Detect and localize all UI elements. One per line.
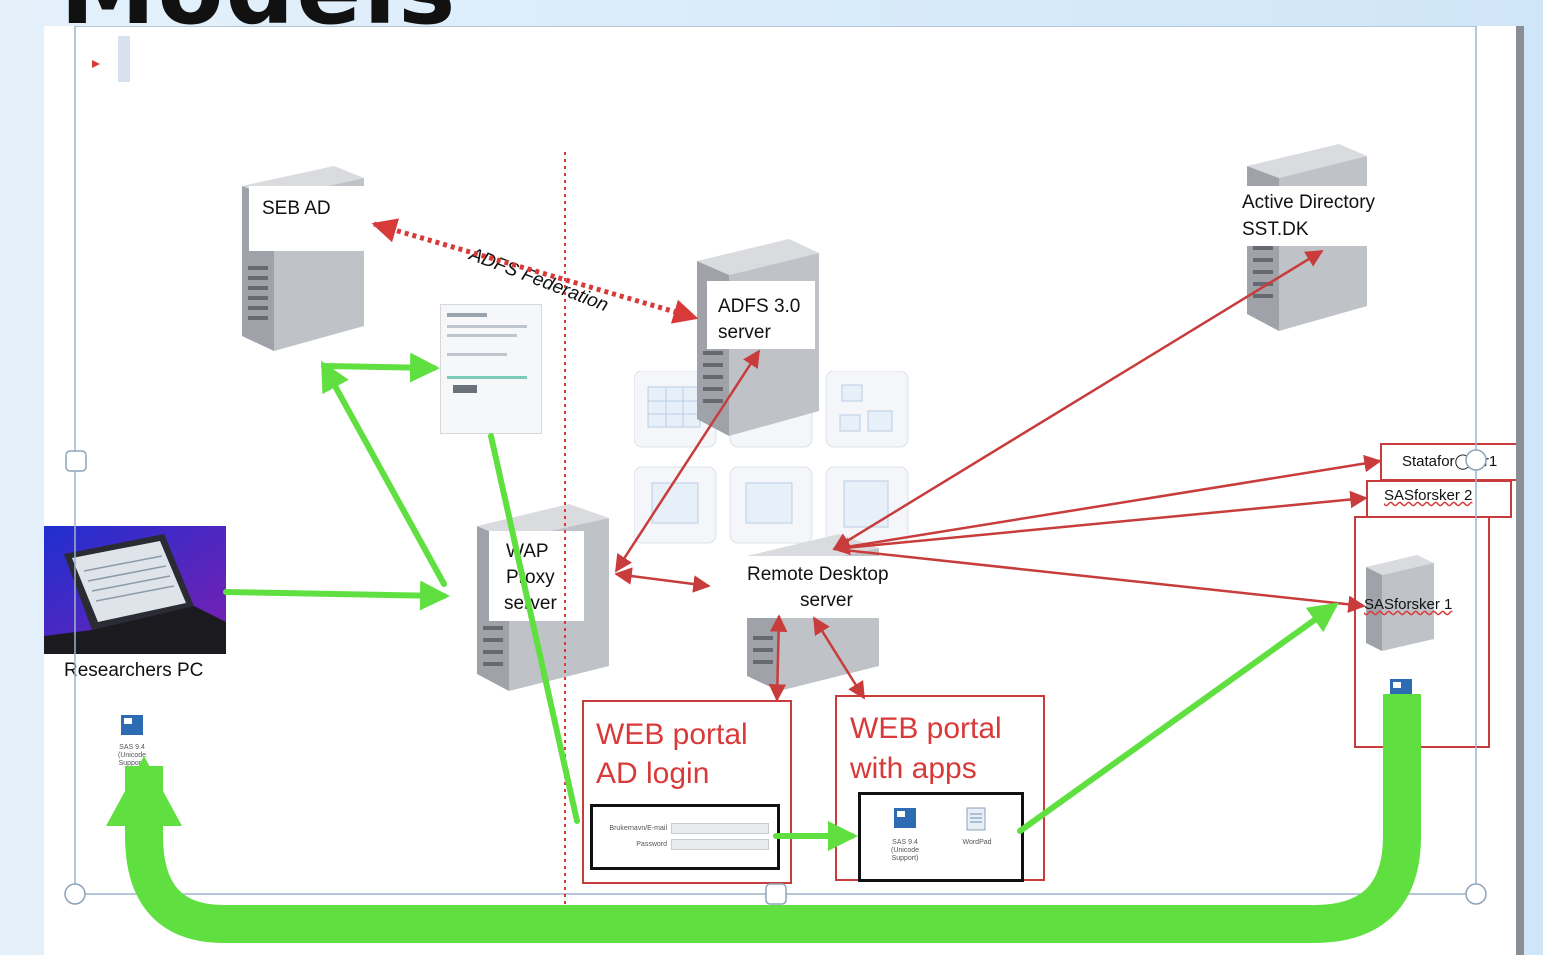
sasforsker1-label: SASforsker 1 bbox=[1364, 596, 1453, 613]
handle-bottom-center[interactable] bbox=[765, 883, 787, 905]
scrollbar[interactable] bbox=[1516, 26, 1524, 955]
web-portal-ad-login-box bbox=[582, 700, 792, 884]
researchers-pc-label: Researchers PC bbox=[64, 660, 204, 681]
adfs-label-box bbox=[707, 281, 815, 349]
adfs-label-line1: ADFS 3.0 bbox=[718, 296, 801, 317]
sasforsker2-box bbox=[1366, 480, 1512, 518]
handle-right-center[interactable] bbox=[1465, 449, 1487, 471]
sas-app-icon-portal bbox=[894, 808, 916, 828]
sas-app-icon-pc bbox=[121, 715, 143, 735]
handle-bottom-left[interactable] bbox=[64, 883, 86, 905]
sebad-login-arrow bbox=[321, 352, 440, 383]
seb-ad-label: SEB AD bbox=[262, 198, 331, 219]
login-password-label: Password bbox=[636, 841, 667, 848]
rd-apps-arrow bbox=[812, 616, 866, 700]
rd-statafor-arrow bbox=[832, 454, 1382, 556]
apps-sasforsker1-arrow bbox=[1017, 602, 1339, 834]
remote-desktop-label-box bbox=[734, 556, 924, 618]
remote-desktop-label-line1: Remote Desktop bbox=[747, 564, 889, 585]
web-portal-ad-login-line2: AD login bbox=[596, 757, 710, 790]
active-directory-label-line2: SST.DK bbox=[1242, 219, 1309, 240]
wap-rd-arrow bbox=[614, 567, 711, 593]
handle-bottom-right[interactable] bbox=[1465, 883, 1487, 905]
selection-frame bbox=[74, 26, 1477, 895]
login-form-screenshot: Brukernavn/E-mail Password bbox=[590, 804, 780, 870]
seb-ad-label-box bbox=[249, 186, 364, 251]
web-portal-apps-line1: WEB portal bbox=[850, 712, 1002, 745]
login-flow-arrow bbox=[488, 433, 580, 824]
sasforsker2-label: SASforsker 2 bbox=[1384, 487, 1473, 504]
web-portal-ad-login-line1: WEB portal bbox=[596, 718, 748, 751]
adfs-login-screenshot bbox=[440, 304, 542, 434]
return-arrowhead bbox=[106, 756, 182, 826]
sas-app-label-portal: SAS 9.4 (Unicode Support) bbox=[890, 839, 919, 862]
pc-wap-arrow bbox=[223, 580, 450, 611]
statafor-box bbox=[1380, 443, 1516, 481]
adfs-label-line2: server bbox=[718, 322, 771, 343]
active-directory-label-line1: Active Directory bbox=[1242, 192, 1376, 213]
web-portal-apps-line2: with apps bbox=[850, 752, 977, 785]
wordpad-icon bbox=[966, 807, 986, 831]
wordpad-label: WordPad bbox=[962, 839, 992, 846]
active-directory-label-box bbox=[1237, 186, 1407, 246]
return-arrow bbox=[125, 694, 1421, 943]
diagram-canvas[interactable]: SEB AD ADFS 3.0 server Active Directory … bbox=[44, 26, 1516, 955]
login-password-field bbox=[671, 839, 769, 850]
connections-overlay bbox=[64, 26, 1487, 943]
wap-label-box bbox=[489, 531, 584, 621]
login-username-field bbox=[671, 823, 769, 834]
sasforsker1-server-icon bbox=[1366, 555, 1434, 651]
remote-desktop-label-line2: server bbox=[800, 590, 853, 611]
handle-left-center[interactable] bbox=[65, 450, 87, 472]
text-cursor-marker bbox=[92, 36, 130, 82]
wap-adfs-arrow bbox=[614, 349, 761, 573]
federation-arrow bbox=[371, 218, 699, 324]
sas-app-label-pc: SAS 9.4 (Unicode Support) bbox=[117, 744, 146, 767]
wap-label-line2: Proxy bbox=[506, 567, 555, 588]
rd-adlogin-arrow bbox=[768, 614, 788, 702]
login-username-label: Brukernavn/E-mail bbox=[609, 825, 667, 832]
wap-sebad-arrow bbox=[321, 360, 447, 587]
rd-sasforsker1-arrow bbox=[833, 547, 1366, 614]
apps-screenshot: SAS 9.4 (Unicode Support) WordPad bbox=[858, 792, 1024, 882]
rd-activedirectory-arrow bbox=[832, 249, 1324, 551]
rd-sasforsker2-arrow bbox=[833, 490, 1368, 551]
